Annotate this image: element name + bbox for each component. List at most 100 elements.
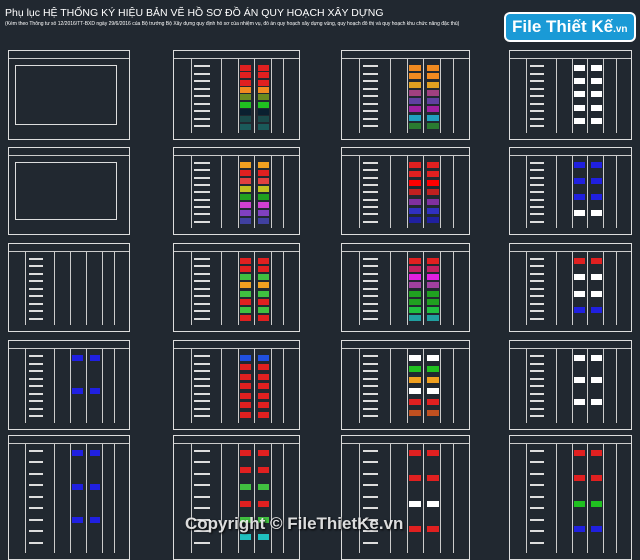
table-header-line [9,155,129,156]
symbol-swatch [240,364,252,371]
table-column-line [587,252,589,325]
table-column-line [358,156,360,228]
text-line [362,162,379,164]
drawing-sheet[interactable] [173,147,300,235]
text-line [362,392,379,395]
symbol-swatch [257,500,270,507]
drawing-sheet[interactable] [8,435,130,560]
drawing-sheet[interactable] [341,147,470,235]
table-column-line [54,349,56,423]
text-line [194,280,210,283]
table-column-line [113,349,115,423]
text-line [28,265,44,268]
symbol-swatch [257,218,270,224]
text-line [529,80,545,83]
symbol-swatch [427,207,439,214]
drawing-sheet[interactable] [509,147,632,235]
symbol-swatch [257,517,270,524]
text-line [529,450,545,452]
text-line [194,317,210,320]
table-column-line [587,156,589,228]
symbol-swatch [257,258,270,264]
table-header-line [342,155,469,156]
drawing-sheet[interactable] [8,340,130,430]
text-line [529,295,545,298]
table-column-line [220,252,222,325]
table-column-line [254,252,255,325]
symbol-swatch [409,410,421,416]
text-line [28,295,44,298]
drawing-sheet[interactable] [341,50,470,140]
table-column-line [358,349,360,423]
table-column-line [220,444,222,553]
table-column-line [101,252,103,325]
text-line [362,272,379,275]
table-header-line [9,348,129,349]
symbol-swatch [257,178,270,184]
drawing-sheet[interactable] [173,243,300,332]
table-column-line [389,156,391,228]
table-column-line [603,59,605,133]
symbol-swatch [257,162,270,168]
symbol-swatch [573,65,586,71]
symbol-swatch [573,525,586,532]
text-line [28,377,44,380]
text-line [194,377,210,380]
text-line [194,272,210,275]
drawing-sheet[interactable] [8,147,130,235]
drawing-sheet[interactable] [173,340,300,430]
drawing-sheet[interactable] [509,435,632,560]
table-column-line [85,349,87,423]
text-line [194,198,210,201]
text-line [194,530,210,533]
table-column-line [525,252,527,325]
text-line [194,450,210,452]
symbol-swatch [573,450,586,456]
table-column-line [389,349,391,423]
table-column-line [452,349,454,423]
table-column-line [270,59,272,133]
symbol-swatch [240,282,252,289]
table-column-line [389,252,391,325]
drawing-sheet[interactable] [8,50,130,140]
table-header-line [342,443,469,444]
text-line [529,169,545,172]
symbol-swatch [89,483,101,490]
text-line [194,206,210,208]
drawing-sheet[interactable] [509,50,632,140]
symbol-swatch [240,109,252,115]
drawing-sheet[interactable] [509,340,632,430]
drawing-sheet[interactable] [341,340,470,430]
text-line [194,184,210,186]
symbol-swatch [591,355,603,361]
text-line [28,484,44,487]
symbol-swatch [427,258,439,264]
drawing-sheet[interactable] [509,243,632,332]
symbol-swatch [257,65,270,71]
symbol-swatch [240,79,252,86]
symbol-swatch [409,399,421,405]
symbol-swatch [240,298,252,305]
symbol-swatch [257,109,270,115]
table-column-line [237,59,239,133]
symbol-swatch [573,290,586,297]
text-line [362,317,379,320]
text-line [194,258,210,260]
symbol-swatch [72,355,84,361]
symbol-swatch [409,106,421,113]
drawing-sheet[interactable] [173,435,300,560]
drawing-sheet[interactable] [173,50,300,140]
table-header-line [510,155,631,156]
text-line [28,400,44,403]
drawing-sheet[interactable] [341,243,470,332]
table-column-line [101,349,103,423]
symbol-swatch [427,399,439,405]
drawing-sheet[interactable] [341,435,470,560]
symbol-swatch [257,186,270,192]
symbol-swatch [257,298,270,305]
drawing-sheet[interactable] [8,243,130,332]
symbol-swatch [409,189,421,196]
text-line [362,169,379,172]
text-line [362,125,379,128]
symbol-swatch [591,78,603,85]
